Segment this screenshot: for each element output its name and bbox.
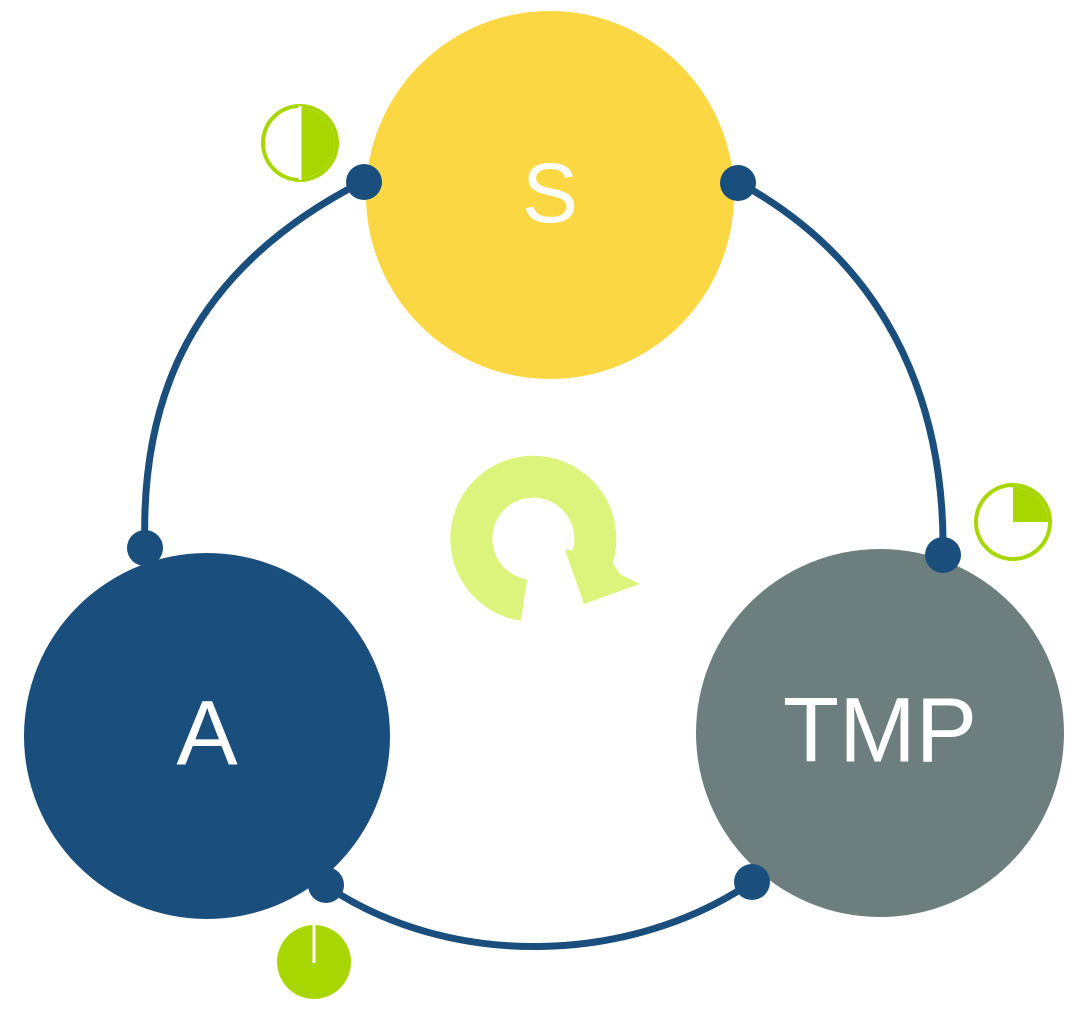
- progress-indicator-s-a: [261, 104, 339, 182]
- cycle-arrow-ring: [450, 455, 617, 621]
- connector-s-a: [141, 178, 366, 552]
- connector-dot-a-bottom: [308, 867, 344, 903]
- progress-fill-s-a: [300, 108, 335, 178]
- connector-s-tmp: [734, 178, 947, 559]
- progress-indicator-a-tmp: [277, 925, 351, 999]
- node-s: S: [366, 11, 734, 379]
- cycle-arrow-icon: [450, 455, 640, 621]
- connector-dot-a-top: [127, 530, 163, 566]
- connector-dot-s-right: [720, 165, 756, 201]
- progress-fill-s-tmp: [1013, 487, 1048, 522]
- connector-dot-tmp-top: [925, 537, 961, 573]
- node-tmp: TMP: [696, 549, 1064, 917]
- node-tmp-label: TMP: [783, 679, 977, 781]
- connector-dot-tmp-bottom: [734, 864, 770, 900]
- node-a: A: [24, 553, 390, 919]
- progress-indicator-s-tmp: [974, 483, 1052, 561]
- node-a-label: A: [176, 682, 238, 784]
- node-s-label: S: [522, 146, 578, 240]
- node-s-circle: [366, 11, 734, 379]
- node-a-circle: [24, 553, 390, 919]
- cycle-arrow-head: [565, 550, 640, 604]
- connector-a-tmp: [321, 878, 756, 950]
- connector-dot-s-left: [346, 164, 382, 200]
- node-tmp-circle: [696, 549, 1064, 917]
